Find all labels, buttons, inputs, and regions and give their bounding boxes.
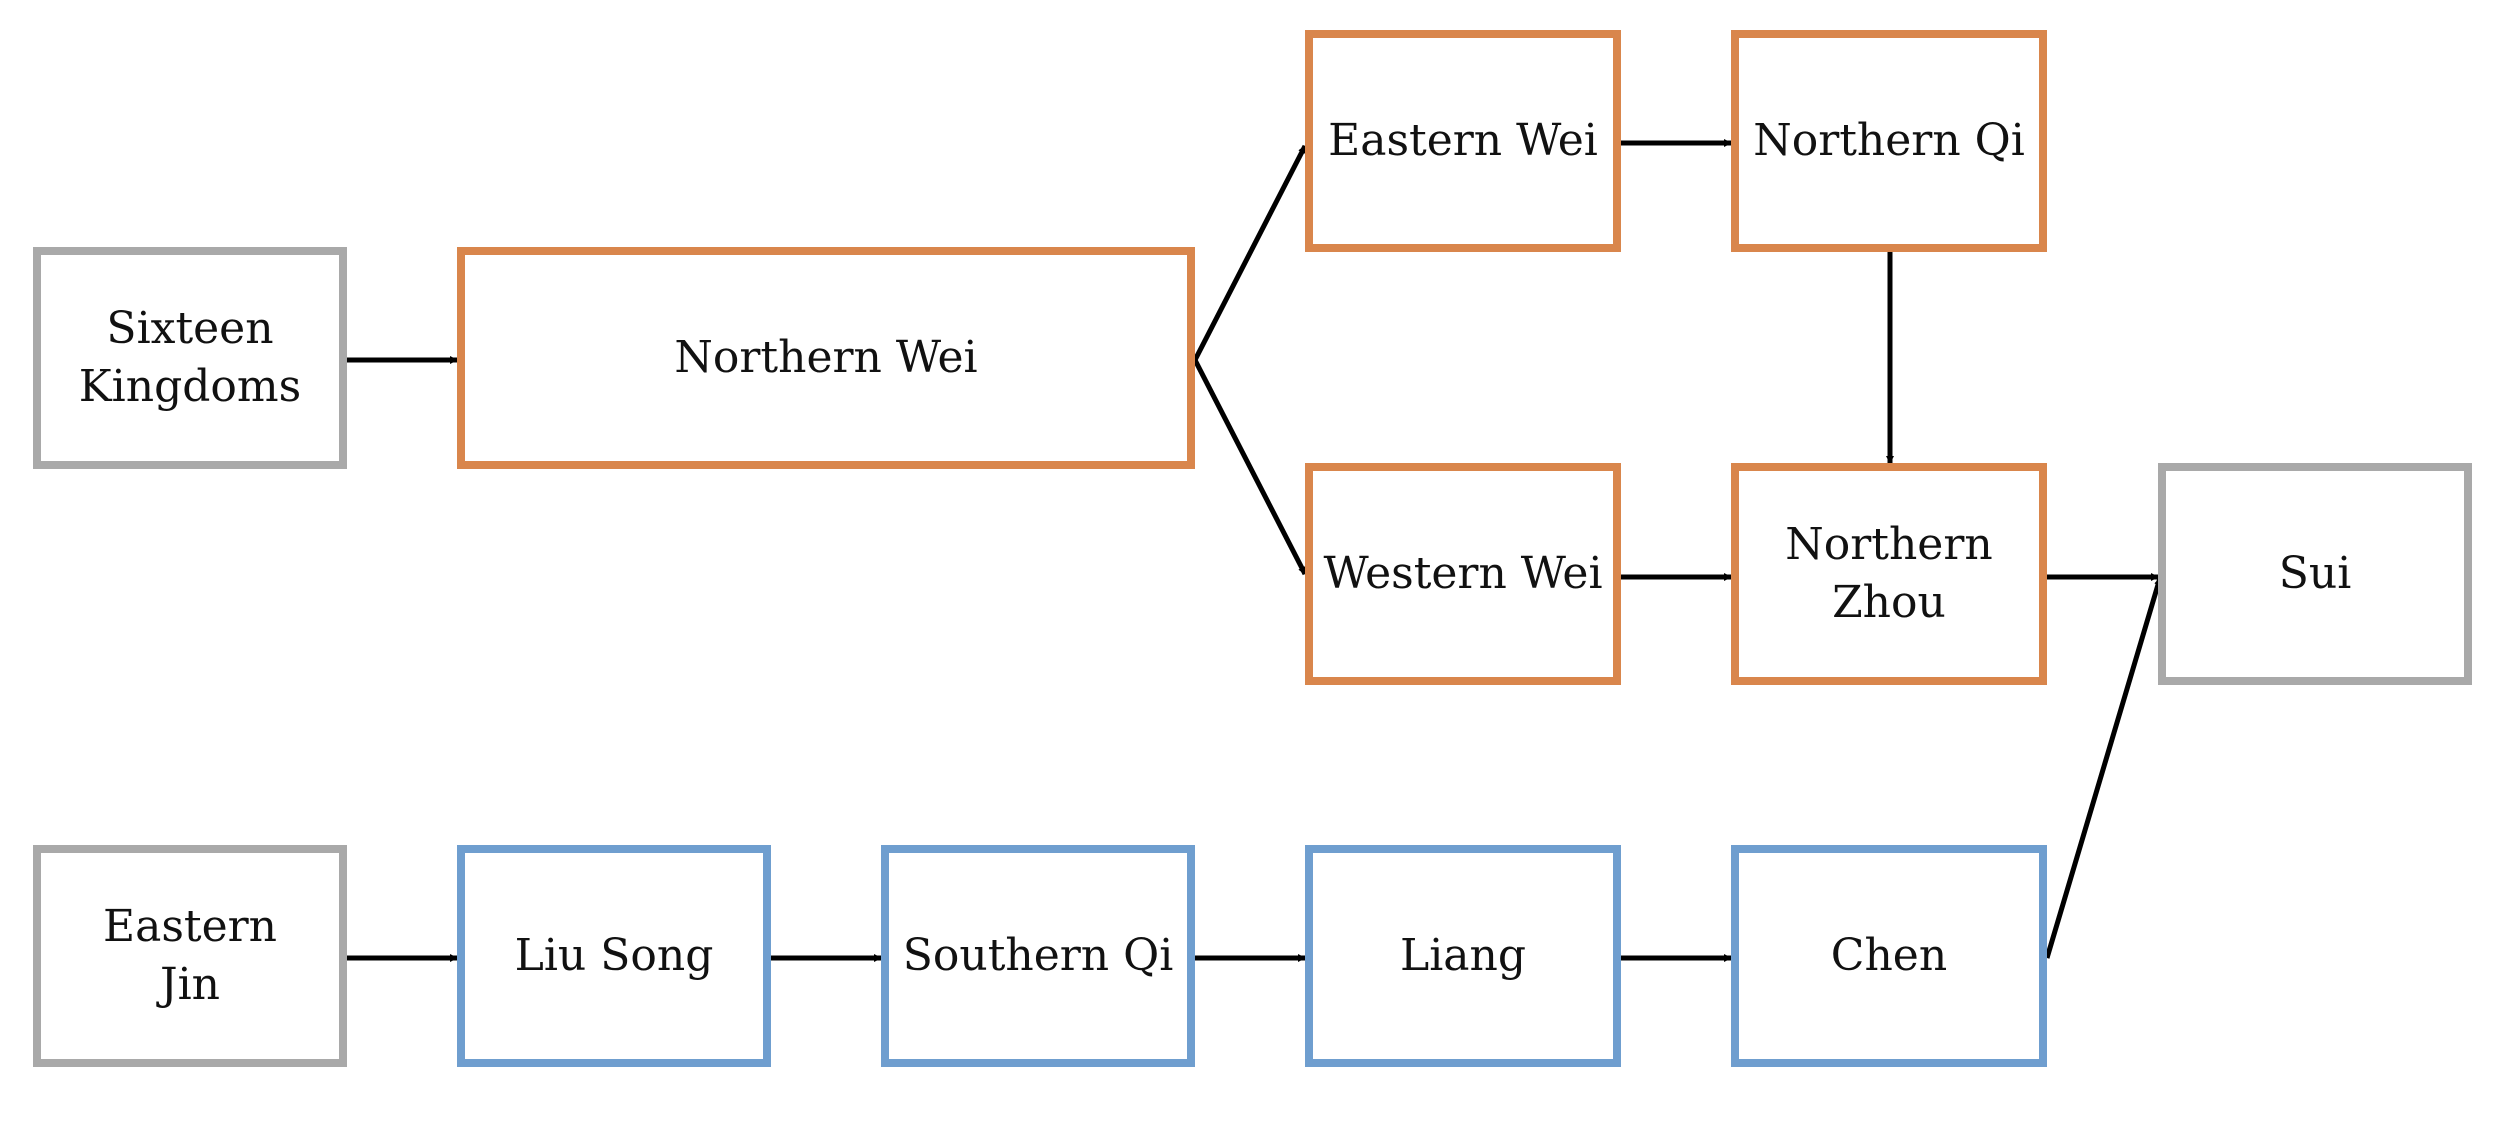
node-eastern-wei: Eastern Wei xyxy=(1305,30,1621,252)
node-label: Eastern Wei xyxy=(1328,115,1598,166)
node-sixteen-kingdoms: Sixteen Kingdoms xyxy=(33,247,347,469)
node-southern-qi: Southern Qi xyxy=(881,845,1195,1067)
node-label: Western Wei xyxy=(1323,548,1603,599)
node-liu-song: Liu Song xyxy=(457,845,771,1067)
node-northern-qi: Northern Qi xyxy=(1731,30,2047,252)
arrow-northern-wei-to-western-wei xyxy=(1192,358,1308,576)
arrow-chen-to-sui xyxy=(2044,577,2163,959)
node-liang: Liang xyxy=(1305,845,1621,1067)
node-label: Northern Zhou xyxy=(1785,519,1993,628)
node-label: Southern Qi xyxy=(902,930,1174,981)
node-label: Liang xyxy=(1399,930,1527,981)
node-label: Eastern Jin xyxy=(102,901,278,1010)
node-label: Northern Qi xyxy=(1753,115,2025,166)
node-western-wei: Western Wei xyxy=(1305,463,1621,685)
node-chen: Chen xyxy=(1731,845,2047,1067)
node-label: Liu Song xyxy=(514,930,714,981)
node-eastern-jin: Eastern Jin xyxy=(33,845,347,1067)
node-label: Sui xyxy=(2278,548,2352,599)
node-label: Northern Wei xyxy=(674,332,978,383)
node-northern-zhou: Northern Zhou xyxy=(1731,463,2047,685)
node-northern-wei: Northern Wei xyxy=(457,247,1195,469)
node-sui: Sui xyxy=(2158,463,2472,685)
node-label: Sixteen Kingdoms xyxy=(78,303,302,412)
arrow-northern-wei-to-eastern-wei xyxy=(1192,144,1308,362)
node-label: Chen xyxy=(1830,930,1948,981)
